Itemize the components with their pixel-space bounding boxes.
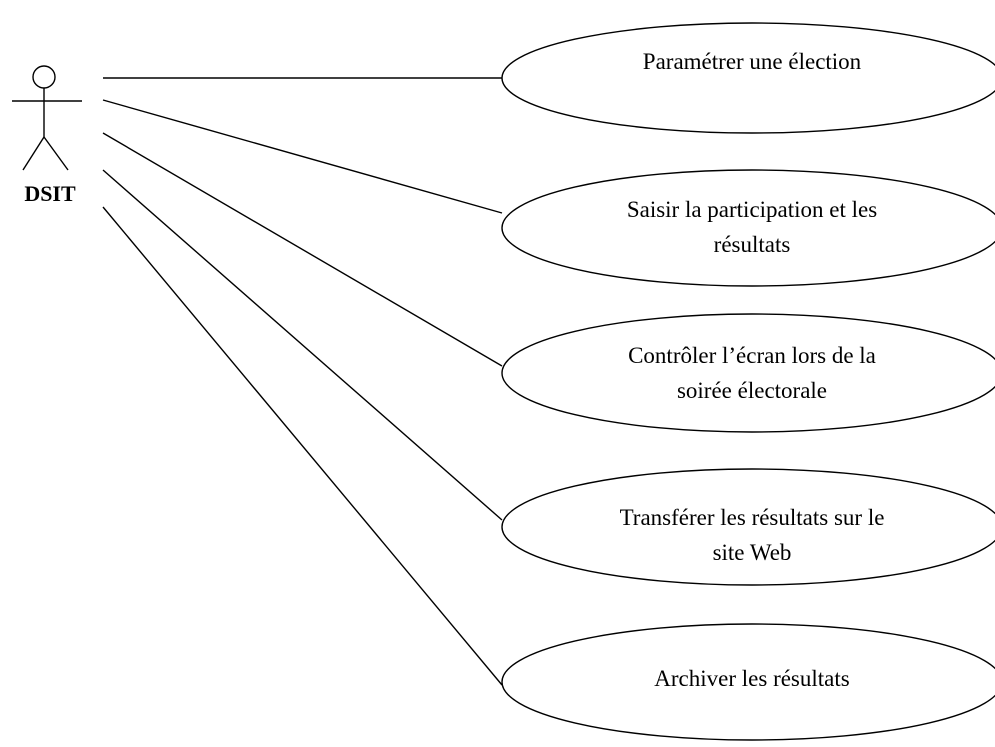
- use-case-transferer-resultats: Transférer les résultats sur le site Web: [501, 468, 995, 586]
- use-case-label: Paramétrer une élection: [643, 49, 862, 74]
- actor-label: DSIT: [24, 181, 76, 206]
- use-case-saisir-participation: Saisir la participation et les résultats: [501, 169, 995, 287]
- use-case-label-line-1: Saisir la participation et les: [627, 197, 877, 222]
- use-case-ellipse: [501, 169, 995, 287]
- association-line-4: [102, 169, 503, 521]
- association-line-5: [102, 206, 503, 686]
- use-case-ellipse: [501, 313, 995, 433]
- association-line-3: [102, 132, 503, 367]
- use-case-archiver-resultats: Archiver les résultats: [501, 623, 995, 741]
- use-case-label-line-1: Transférer les résultats sur le: [620, 505, 885, 530]
- use-case-controler-ecran: Contrôler l’écran lors de la soirée élec…: [501, 313, 995, 433]
- use-case-parametrer-election: Paramétrer une élection: [501, 22, 995, 134]
- stick-figure-icon: [12, 65, 82, 171]
- associations: [102, 77, 503, 686]
- use-case-label: Archiver les résultats: [654, 666, 849, 691]
- use-case-label-line-2: soirée électorale: [677, 378, 827, 403]
- use-case-ellipse: [501, 468, 995, 586]
- use-case-label-line-1: Contrôler l’écran lors de la: [628, 343, 876, 368]
- actor-dsit: DSIT: [12, 65, 82, 206]
- use-case-ellipse: [501, 22, 995, 134]
- use-case-ellipse: [501, 623, 995, 741]
- use-case-label-line-2: site Web: [713, 540, 792, 565]
- use-case-label-line-2: résultats: [714, 232, 791, 257]
- association-line-2: [102, 99, 503, 214]
